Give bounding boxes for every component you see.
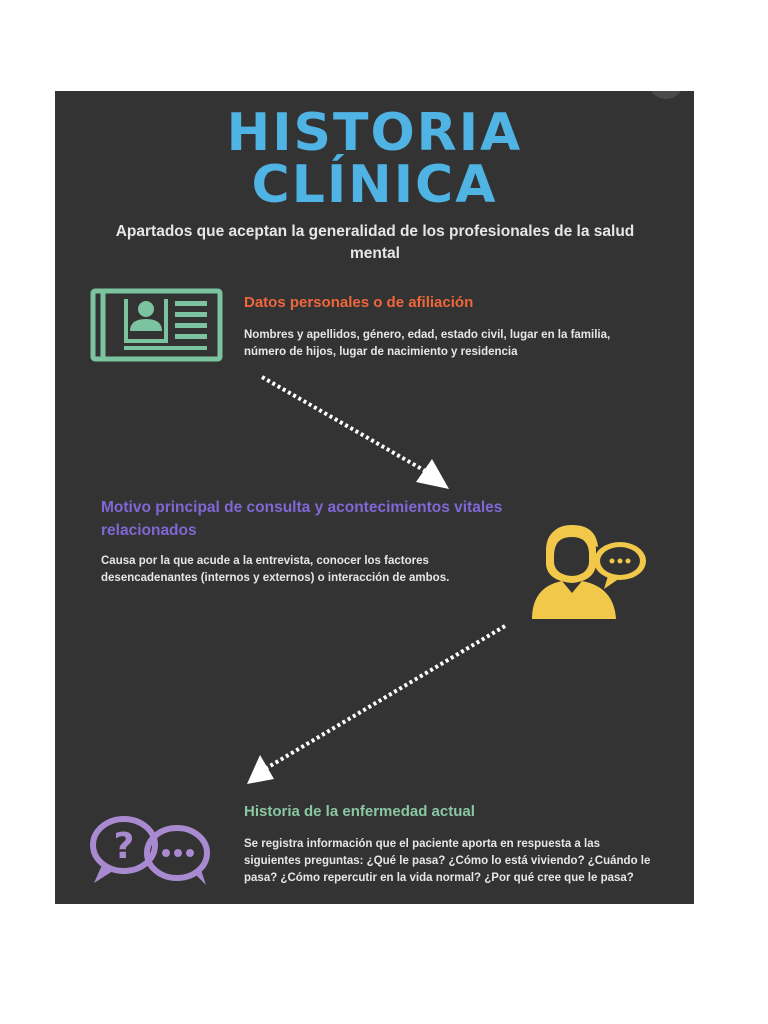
title-line-2: CLÍNICA [251,155,498,215]
section-3-text: Se registra información que el paciente … [244,838,651,884]
corner-decoration [648,91,684,99]
id-card-icon [90,288,223,362]
subtitle: Apartados que aceptan la generalidad de … [115,223,635,262]
arrow-down-right [261,375,449,489]
person-speech-icon [532,525,646,619]
arrow-down-left [247,624,507,784]
title-line-1: HISTORIA [226,103,523,163]
section-1-heading: Datos personales o de afiliación [244,294,474,311]
question-chat-icon: ? [90,816,210,885]
section-1-text: Nombres y apellidos, género, edad, estad… [244,329,611,358]
section-3-heading: Historia de la enfermedad actual [244,803,475,820]
svg-text:?: ? [114,826,135,867]
section-2-heading: Motivo principal de consulta y acontecim… [101,499,503,539]
section-2-text: Causa por la que acude a la entrevista, … [101,555,450,584]
infographic-poster: HISTORIA CLÍNICA Apartados que aceptan l… [55,91,694,904]
